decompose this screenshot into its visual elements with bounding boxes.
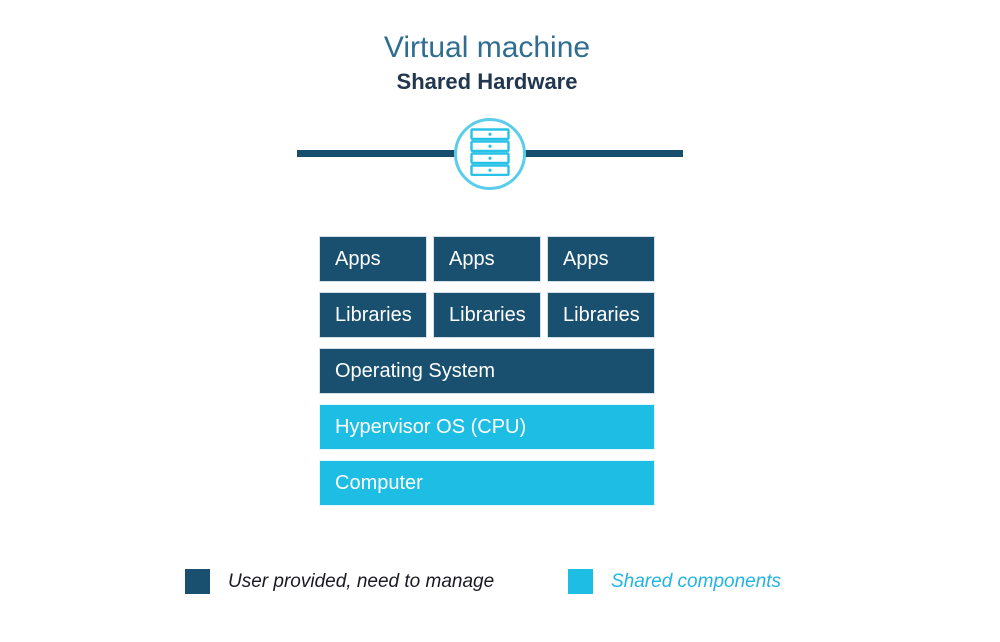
- diagram-subtitle: Shared Hardware: [396, 69, 578, 94]
- apps-box-1: Apps: [320, 237, 426, 281]
- apps-row: Apps Apps Apps: [320, 237, 654, 281]
- computer-box: Computer: [320, 461, 654, 505]
- server-stack-icon: [470, 127, 510, 181]
- hardware-circle: [454, 118, 526, 190]
- legend-item-user-provided: User provided, need to manage: [185, 569, 494, 594]
- diagram-title: Virtual machine: [383, 31, 591, 64]
- hypervisor-os-box: Hypervisor OS (CPU): [320, 405, 654, 449]
- legend-swatch-dark: [185, 569, 210, 594]
- libraries-box-3: Libraries: [548, 293, 654, 337]
- apps-box-3: Apps: [548, 237, 654, 281]
- legend-label-shared-components: Shared components: [611, 571, 782, 592]
- legend-swatch-cyan: [568, 569, 593, 594]
- libraries-row: Libraries Libraries Libraries: [320, 293, 654, 337]
- legend-label-user-provided: User provided, need to manage: [228, 571, 495, 592]
- legend-item-shared-components: Shared components: [568, 569, 781, 594]
- vm-stack: Apps Apps Apps Libraries Libraries Libra…: [320, 237, 654, 505]
- operating-system-box: Operating System: [320, 349, 654, 393]
- libraries-box-2: Libraries: [434, 293, 540, 337]
- apps-box-2: Apps: [434, 237, 540, 281]
- libraries-box-1: Libraries: [320, 293, 426, 337]
